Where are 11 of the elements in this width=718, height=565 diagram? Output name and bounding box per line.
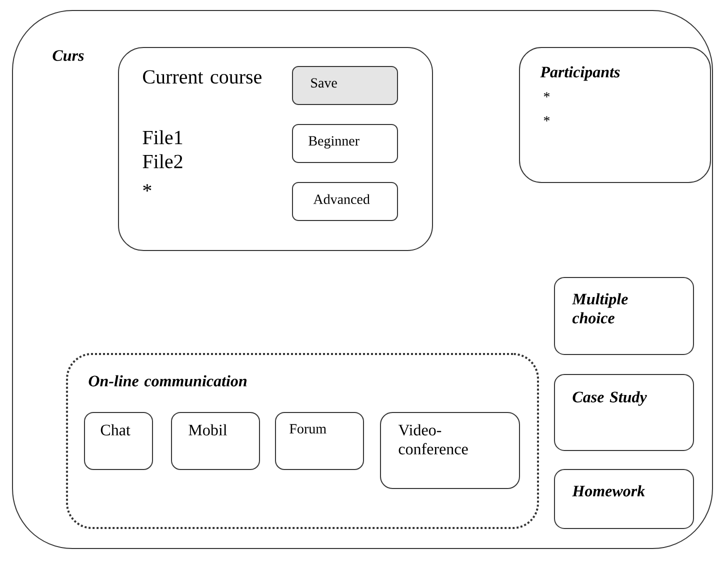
activity-box: Homework [554, 469, 694, 529]
channel-box: Mobil [171, 412, 260, 470]
channel-box: Chat [84, 412, 153, 470]
level-button: Advanced [292, 182, 398, 221]
activity-box: Case Study [554, 374, 694, 451]
activity-box: Multiple choice [554, 277, 694, 355]
channel-box: Video-conference [380, 412, 520, 489]
save-button: Save [292, 66, 398, 105]
participants-panel: Participants * * [519, 47, 711, 183]
channel-box: Forum [275, 412, 364, 470]
level-button: Beginner [292, 124, 398, 163]
